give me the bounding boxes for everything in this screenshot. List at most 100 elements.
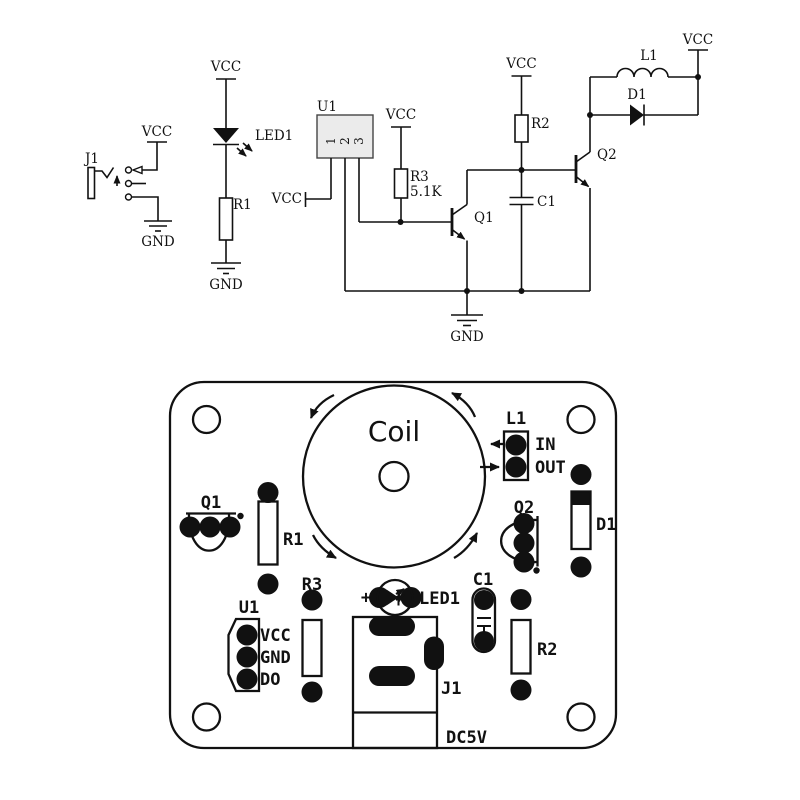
u1-footprint: U1 VCC GND DO — [227, 598, 291, 693]
q1-ref-label: Q1 — [474, 210, 494, 226]
l1-pad — [505, 456, 527, 478]
d1-ref-label: D1 — [627, 87, 646, 103]
d1-pad — [570, 464, 592, 485]
q2-pin1-dot — [533, 567, 540, 574]
l1-outline — [502, 430, 530, 482]
r3-body — [301, 618, 323, 678]
q2-pad — [513, 551, 535, 573]
d1-cathode-band — [571, 491, 591, 505]
d1-body — [570, 490, 592, 551]
j1-footprint: J1 DC5V — [351, 615, 487, 750]
j1-pad — [424, 636, 444, 670]
junction-dot — [518, 288, 525, 294]
ground-symbol — [144, 220, 172, 232]
l1-pad — [505, 434, 527, 456]
q1-ref-label: Q1 — [201, 493, 221, 513]
gnd-label: GND — [450, 329, 484, 345]
q1-pin1-dot — [237, 512, 244, 520]
rotation-arrow — [309, 393, 335, 419]
r1-pad — [257, 482, 279, 503]
q1-collector — [451, 203, 468, 216]
led-light-arrow — [236, 147, 247, 157]
out-label: OUT — [535, 458, 566, 478]
r1-body — [257, 500, 279, 566]
j1-ref-label: J1 — [441, 679, 461, 699]
c1-outline — [471, 587, 497, 654]
vcc-label: VCC — [271, 191, 302, 207]
r1-resistor — [218, 197, 234, 241]
c1-capacitor-symbol: C1 — [509, 170, 556, 291]
u1-pad — [236, 646, 258, 668]
schematic: J1 VCC GND VCC — [83, 32, 713, 345]
led1-plus-label: + — [361, 588, 371, 608]
q1-pad — [199, 516, 221, 538]
in-label: IN — [535, 435, 555, 455]
u1-ref-label: U1 — [239, 598, 259, 618]
pcb-layout: Coil L1 IN OUT Q1 — [168, 380, 618, 750]
d1-pad — [570, 556, 592, 578]
u1-pad — [236, 668, 258, 690]
dc5v-label: DC5V — [446, 728, 487, 748]
q2-ref-label: Q2 — [597, 147, 617, 163]
r1-ref-label: R1 — [283, 530, 303, 550]
q1-transistor-symbol: Q1 — [450, 170, 494, 291]
q2-pad — [513, 513, 535, 534]
vcc-label: VCC — [505, 56, 536, 72]
r2-pad — [510, 589, 532, 610]
r2-pad — [510, 679, 532, 701]
ground-symbol — [451, 314, 483, 327]
u1-pin-number: 3 — [352, 137, 366, 145]
c1-ref-label: C1 — [537, 194, 556, 210]
wire — [142, 142, 158, 171]
l1-footprint: L1 IN OUT — [480, 409, 566, 482]
u1-outline — [227, 617, 261, 693]
u1-pad — [236, 624, 258, 646]
u1-pin-gnd-label: GND — [260, 648, 291, 668]
u1-ref-label: U1 — [317, 99, 337, 115]
d1-diode-triangle — [630, 104, 644, 126]
led1-branch: VCC LED1 R1 GND — [209, 59, 293, 293]
coil-circle — [301, 384, 487, 569]
vcc-label: VCC — [682, 32, 713, 48]
ground-rail: GND — [345, 288, 590, 345]
mounting-hole — [566, 404, 596, 435]
r2-resistor — [514, 114, 529, 143]
mounting-hole — [191, 702, 222, 732]
gnd-label: GND — [209, 277, 243, 293]
led1-pad — [400, 587, 422, 608]
r1-pad — [257, 573, 279, 595]
q2-emitter — [575, 175, 590, 188]
mounting-hole — [191, 404, 222, 435]
r1-ref-label: R1 — [233, 197, 252, 213]
c1-ref-label: C1 — [473, 570, 493, 590]
r2-branch: VCC R2 — [505, 56, 550, 170]
q2-ref-label: Q2 — [514, 498, 534, 518]
r3-pad — [301, 681, 323, 703]
j1-ref-label: J1 — [83, 151, 99, 167]
d1-footprint: D1 — [570, 464, 616, 578]
u1-pin-number: 1 — [324, 137, 338, 145]
jack-pin — [124, 193, 133, 201]
q2-collector — [575, 151, 591, 163]
r2-footprint: R2 — [510, 589, 557, 701]
jack-body — [87, 166, 96, 200]
jack-pin — [124, 166, 133, 174]
jack-pin — [124, 179, 133, 188]
wire — [131, 196, 159, 221]
u1-pin-number: 2 — [338, 137, 352, 145]
l1-ref-label: L1 — [506, 409, 526, 429]
led1-ref-label: LED1 — [255, 128, 293, 144]
u1-pin-do-label: DO — [260, 670, 280, 690]
r2-body — [510, 618, 532, 675]
r3-resistor — [393, 168, 409, 199]
coil-center-hole — [378, 460, 410, 493]
r2-ref-label: R2 — [531, 116, 550, 132]
mounting-hole — [566, 702, 596, 732]
r3-ref-label: R3 — [302, 575, 322, 595]
led1-outline — [376, 578, 414, 617]
led-light-arrow — [242, 142, 253, 152]
r2-ref-label: R2 — [537, 640, 557, 660]
u1-box — [316, 114, 374, 159]
